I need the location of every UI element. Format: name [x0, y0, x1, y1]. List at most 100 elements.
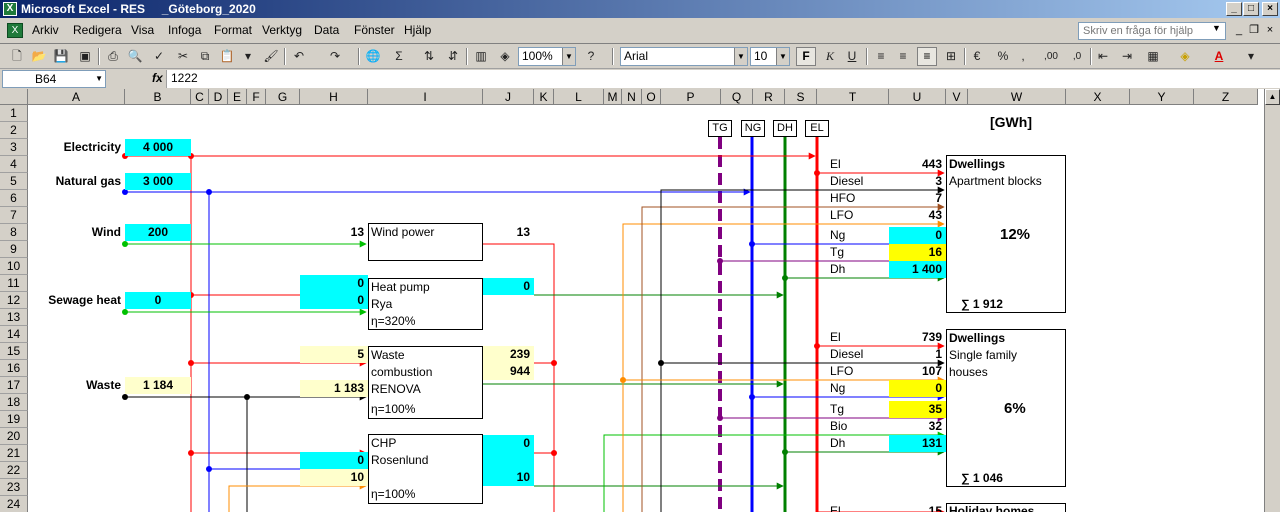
row-header-17[interactable]: 17	[0, 377, 28, 394]
bold-button[interactable]: F	[796, 47, 816, 66]
cut-icon[interactable]: ✂	[177, 49, 189, 63]
chp-box[interactable]: CHP Rosenlund η=100%	[368, 434, 483, 504]
format-painter-icon[interactable]: 🖌	[263, 49, 279, 63]
waste-combustion-box[interactable]: Waste combustion RENOVA η=100%	[368, 346, 483, 419]
open-icon[interactable]: 📂	[31, 49, 47, 63]
houses-lfo-value[interactable]: 107	[921, 364, 942, 378]
sort-ascending-icon[interactable]: ⇅	[423, 49, 435, 63]
wind-power-output-value[interactable]: 13	[516, 225, 530, 239]
decrease-indent-icon[interactable]: ⇤	[1097, 49, 1109, 63]
align-right-icon[interactable]: ≡	[917, 47, 937, 66]
row-header-14[interactable]: 14	[0, 326, 28, 343]
chp-dh-output-value[interactable]: 10	[483, 452, 534, 486]
apartments-box[interactable]: Dwellings Apartment blocks 12% ∑ 1 912	[946, 155, 1066, 313]
col-header-t[interactable]: T	[817, 89, 889, 105]
electricity-label[interactable]: Electricity	[63, 140, 121, 154]
help-search-input[interactable]: Skriv en fråga för hjälp	[1078, 22, 1226, 40]
borders-icon[interactable]: ▦	[1147, 49, 1159, 63]
italic-button[interactable]: K	[825, 49, 834, 63]
houses-box[interactable]: Dwellings Single family houses 6% ∑ 1 04…	[946, 329, 1066, 487]
col-header-k[interactable]: K	[534, 89, 554, 105]
houses-el-value[interactable]: 739	[921, 330, 942, 344]
formula-input[interactable]: 1222	[166, 70, 1280, 88]
holiday-homes-box[interactable]: Holiday homes	[946, 503, 1066, 512]
scroll-up-icon[interactable]: ▲	[1265, 89, 1280, 105]
houses-ng-value[interactable]: 0	[889, 380, 946, 397]
paste-dropdown-icon[interactable]: ▾	[244, 49, 252, 63]
apartments-el-value[interactable]: 443	[921, 157, 942, 171]
col-header-w[interactable]: W	[968, 89, 1066, 105]
align-left-icon[interactable]: ≡	[877, 49, 885, 63]
waste-dh-output-value[interactable]: 944	[483, 363, 534, 380]
houses-tg-value[interactable]: 35	[889, 401, 946, 418]
maximize-button[interactable]: □	[1243, 2, 1259, 16]
row-header-24[interactable]: 24	[0, 496, 28, 512]
row-header-6[interactable]: 6	[0, 190, 28, 207]
col-header-m[interactable]: M	[604, 89, 622, 105]
increase-decimals-button[interactable]: ,00	[1044, 51, 1058, 62]
wind-power-input[interactable]: 13	[350, 225, 364, 239]
font-size-dropdown-icon[interactable]: ▼	[776, 48, 789, 65]
col-header-u[interactable]: U	[889, 89, 946, 105]
heat-pump-sewage-input[interactable]: 0	[300, 292, 368, 309]
merge-center-icon[interactable]: ⊞	[945, 49, 957, 63]
menu-arkiv[interactable]: Arkiv	[32, 23, 59, 37]
row-header-20[interactable]: 20	[0, 428, 28, 445]
houses-bio-value[interactable]: 32	[928, 419, 942, 433]
spelling-icon[interactable]: ✓	[153, 49, 165, 63]
menu-redigera[interactable]: Redigera	[73, 23, 122, 37]
row-header-11[interactable]: 11	[0, 275, 28, 292]
row-header-18[interactable]: 18	[0, 394, 28, 411]
workbook-restore-button[interactable]: ❐	[1249, 24, 1259, 36]
font-color-icon[interactable]: A	[1214, 49, 1224, 63]
apartments-diesel-value[interactable]: 3	[935, 174, 942, 188]
menu-infoga[interactable]: Infoga	[168, 23, 202, 37]
wind-value[interactable]: 200	[125, 224, 191, 241]
row-header-2[interactable]: 2	[0, 122, 28, 139]
menu-visa[interactable]: Visa	[131, 23, 155, 37]
row-header-13[interactable]: 13	[0, 309, 28, 326]
decrease-decimals-button[interactable]: ,0	[1072, 51, 1082, 62]
col-header-d[interactable]: D	[209, 89, 228, 105]
chp-oil-input[interactable]: 10	[300, 469, 368, 486]
col-header-q[interactable]: Q	[721, 89, 753, 105]
redo-icon[interactable]: ↷	[329, 49, 341, 63]
zoom-dropdown-icon[interactable]: ▼	[562, 48, 575, 65]
apartments-dh-value[interactable]: 1 400	[889, 261, 946, 278]
row-header-15[interactable]: 15	[0, 343, 28, 360]
heat-pump-el-input[interactable]: 0	[300, 275, 368, 292]
col-header-c[interactable]: C	[191, 89, 209, 105]
autosum-icon[interactable]: Σ	[395, 49, 403, 63]
col-header-b[interactable]: B	[125, 89, 191, 105]
drawing-icon[interactable]: ◈	[500, 49, 510, 63]
waste-el-input[interactable]: 5	[300, 346, 368, 363]
row-header-9[interactable]: 9	[0, 241, 28, 258]
apartments-hfo-value[interactable]: 7	[935, 191, 942, 205]
new-icon[interactable]: 🗋	[12, 49, 22, 63]
waste-el-output-value[interactable]: 239	[483, 346, 534, 363]
chp-ng-input[interactable]: 0	[300, 452, 368, 469]
houses-diesel-value[interactable]: 1	[935, 347, 942, 361]
waste-fuel-input[interactable]: 1 183	[300, 380, 368, 397]
waste-label[interactable]: Waste	[86, 378, 121, 392]
col-header-a[interactable]: A	[28, 89, 125, 105]
fill-color-icon[interactable]: ◈	[1180, 49, 1190, 63]
permission-icon[interactable]: ▣	[79, 49, 91, 63]
align-center-icon[interactable]: ≡	[899, 49, 907, 63]
font-select[interactable]: Arial▼	[620, 47, 748, 66]
col-header-s[interactable]: S	[785, 89, 817, 105]
paste-icon[interactable]: 📋	[219, 49, 235, 63]
menu-verktyg[interactable]: Verktyg	[262, 23, 303, 37]
heat-pump-output-value[interactable]: 0	[483, 278, 534, 295]
row-header-8[interactable]: 8	[0, 224, 28, 241]
houses-dh-value[interactable]: 131	[889, 435, 946, 452]
zoom-select[interactable]: 100%▼	[518, 47, 576, 66]
row-header-23[interactable]: 23	[0, 479, 28, 496]
help-dropdown-icon[interactable]: ▼	[1212, 23, 1221, 33]
fx-icon[interactable]: fx	[152, 71, 163, 85]
apartments-ng-value[interactable]: 0	[889, 227, 946, 244]
col-header-n[interactable]: N	[622, 89, 642, 105]
row-header-16[interactable]: 16	[0, 360, 28, 377]
row-header-21[interactable]: 21	[0, 445, 28, 462]
col-header-e[interactable]: E	[228, 89, 247, 105]
